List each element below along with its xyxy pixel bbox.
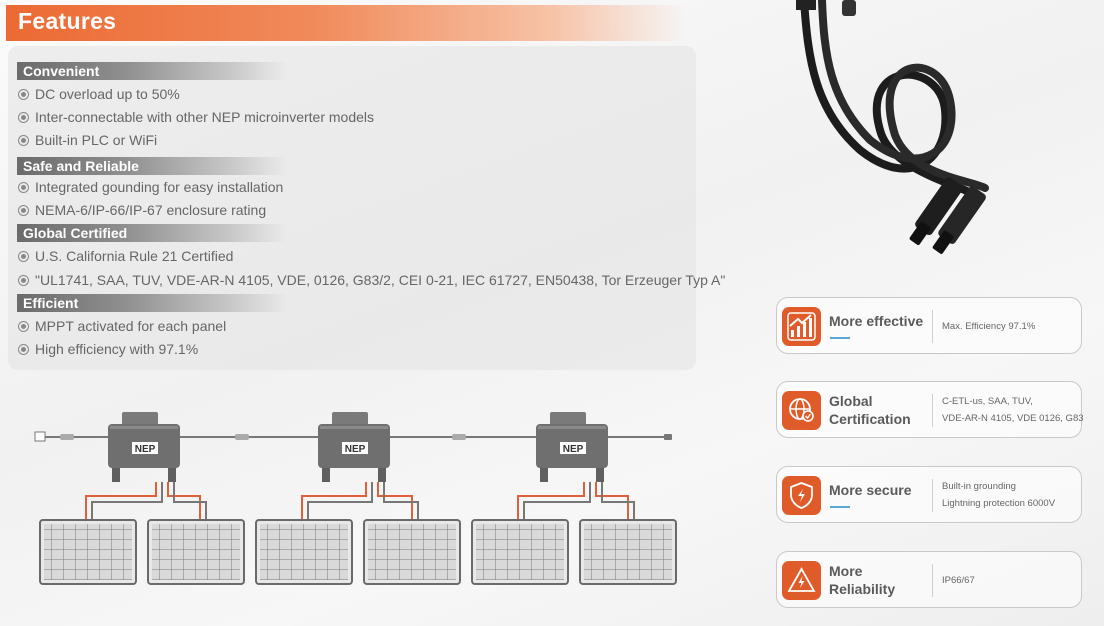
bullet-icon	[18, 112, 29, 123]
global-certificate-icon	[782, 391, 821, 430]
card-title-line: Certification	[829, 411, 911, 427]
features-panel	[8, 46, 696, 370]
bullet-icon	[18, 251, 29, 262]
card-divider	[932, 564, 933, 597]
section-heading-convenient: Convenient	[17, 62, 287, 80]
feature-item: High efficiency with 97.1%	[18, 340, 198, 358]
card-description: Lightning protection 6000V	[942, 498, 1056, 509]
ac-cable-connector-image	[796, 0, 989, 254]
title-underline	[830, 337, 850, 339]
feature-item: U.S. California Rule 21 Certified	[18, 247, 233, 265]
card-title: More effective	[829, 313, 924, 329]
bullet-icon	[18, 182, 29, 193]
feature-card-global-certification: Global Certification C-ETL-us, SAA, TUV,…	[776, 381, 1084, 438]
features-header: Features	[6, 5, 686, 41]
card-title: More secure	[829, 482, 912, 498]
section-heading-global-certified: Global Certified	[17, 224, 287, 242]
feature-card-more-reliability: More Reliability IP66/67	[776, 551, 1082, 608]
bullet-icon	[18, 321, 29, 332]
card-description: IP66/67	[942, 575, 975, 586]
warning-lightning-icon	[782, 561, 821, 600]
feature-item: Inter-connectable with other NEP microin…	[18, 108, 374, 126]
card-divider	[932, 394, 933, 427]
feature-card-more-secure: More secure Built-in grounding Lightning…	[776, 466, 1082, 523]
card-description: Max. Efficiency 97.1%	[942, 321, 1036, 332]
card-description: C-ETL-us, SAA, TUV,	[942, 396, 1033, 407]
card-title: More Reliability	[829, 562, 895, 598]
feature-item: Built-in PLC or WiFi	[18, 131, 157, 149]
feature-item: "UL1741, SAA, TUV, VDE-AR-N 4105, VDE, 0…	[18, 271, 725, 289]
feature-card-more-effective: More effective Max. Efficiency 97.1%	[776, 297, 1082, 354]
card-divider	[932, 310, 933, 343]
bullet-icon	[18, 275, 29, 286]
lightning-shield-icon	[782, 476, 821, 515]
card-title-line: Global	[829, 393, 873, 409]
bullet-icon	[18, 135, 29, 146]
card-description: Built-in grounding	[942, 481, 1016, 492]
card-title-line: Reliability	[829, 581, 896, 597]
feature-item: Integrated gounding for easy installatio…	[18, 178, 283, 196]
card-divider	[932, 479, 933, 512]
bullet-icon	[18, 344, 29, 355]
card-title-line: More	[829, 563, 863, 579]
page-title: Features	[18, 8, 117, 34]
bullet-icon	[18, 205, 29, 216]
section-heading-safe-reliable: Safe and Reliable	[17, 157, 287, 175]
card-title: Global Certification	[829, 392, 911, 428]
feature-item: DC overload up to 50%	[18, 85, 180, 103]
feature-item: NEMA-6/IP-66/IP-67 enclosure rating	[18, 201, 266, 219]
efficiency-chart-icon	[782, 307, 821, 346]
feature-item: MPPT activated for each panel	[18, 317, 226, 335]
bullet-icon	[18, 89, 29, 100]
section-heading-efficient: Efficient	[17, 294, 287, 312]
microinverter-system-diagram: NEP	[34, 412, 677, 585]
title-underline	[830, 506, 850, 508]
card-description: VDE-AR-N 4105, VDE 0126, G83	[942, 413, 1084, 424]
